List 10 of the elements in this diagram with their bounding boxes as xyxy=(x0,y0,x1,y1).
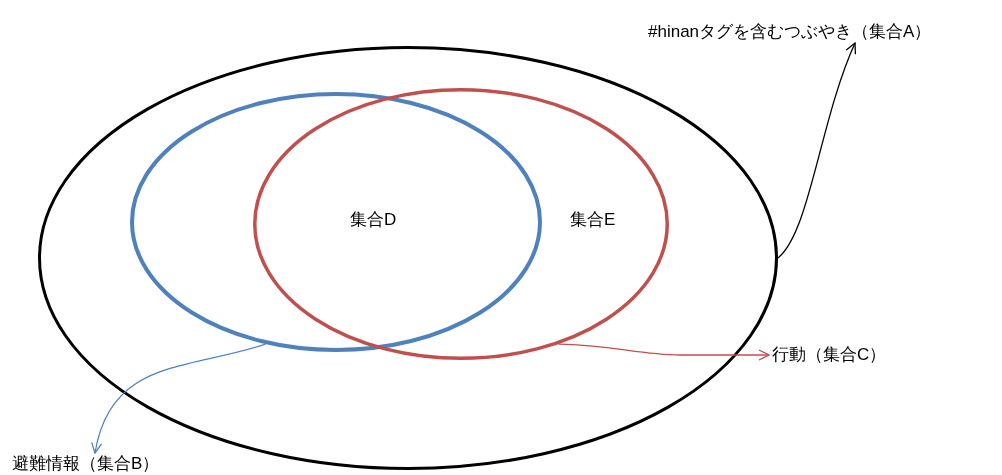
set-label: 行動（集合C） xyxy=(772,345,887,365)
set-ellipse xyxy=(253,88,669,360)
leader-arrow xyxy=(558,343,770,361)
leader-arrow xyxy=(91,343,267,454)
leader-arrow xyxy=(777,42,857,259)
set-label: 集合D xyxy=(350,210,397,230)
set-label: 集合E xyxy=(570,210,616,230)
set-ellipse xyxy=(130,92,542,352)
set-label: 避難情報（集合B） xyxy=(12,454,160,474)
set-label: #hinanタグを含むつぶやき（集合A） xyxy=(648,22,932,42)
